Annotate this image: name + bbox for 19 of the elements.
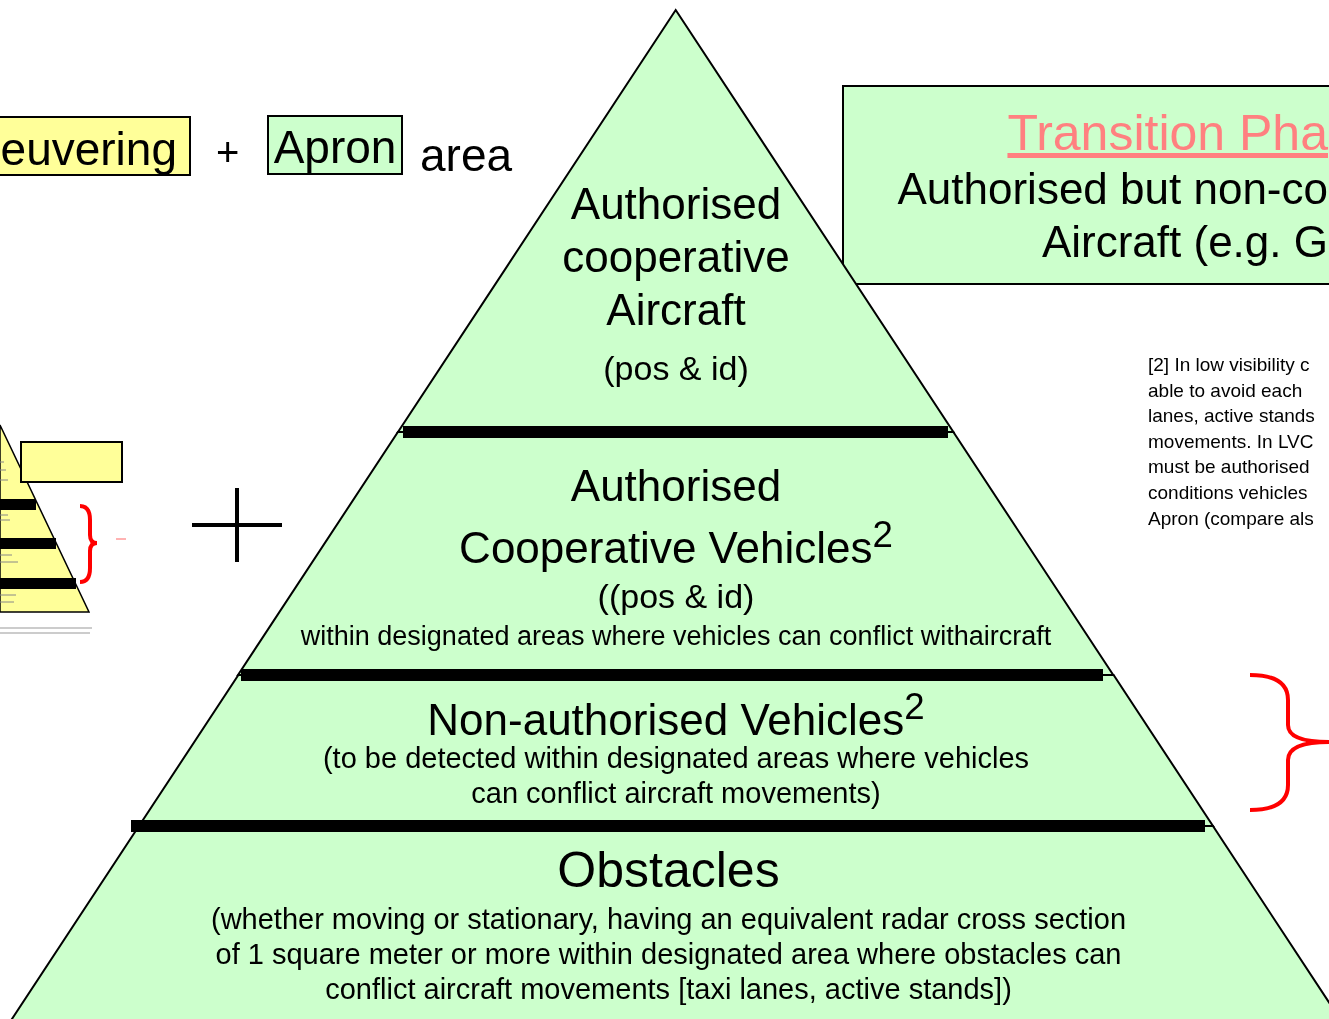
area-name: euvering bbox=[0, 122, 178, 177]
plus-sign: + bbox=[216, 129, 241, 176]
tier-subtitle: ((pos & id) bbox=[596, 576, 756, 617]
info-box bbox=[842, 85, 1329, 285]
pyramid-tier bbox=[139, 675, 1213, 826]
footnote-text: [2] In low visibility c able to avoid each lanes, active stands movements. In LVC must be authorised conditions vehicles Apron (compare als bbox=[1148, 353, 1316, 531]
box-text: Authorised but non-co Aircraft (e.g. G bbox=[896, 163, 1328, 268]
tier-title: Authorised cooperative Aircraft bbox=[561, 178, 791, 336]
tier-description: within designated areas where vehicles can conflict withaircraft bbox=[299, 620, 1053, 653]
tier-title: Authorised Cooperative Vehicles$^{2}$ bbox=[458, 460, 894, 574]
tier-subtitle: (pos & id) bbox=[602, 348, 750, 389]
pyramid-tier bbox=[238, 432, 1114, 675]
tier-description: (whether moving or stationary, having an equivalent radar cross section of 1 square meter or more within designated area where obstacles can conflict aircraft movements [taxi lanes, active stands]) bbox=[210, 902, 1128, 1007]
box-title: Transition Pha bbox=[1006, 104, 1328, 163]
area-box bbox=[0, 116, 191, 176]
area-name: Apron bbox=[272, 120, 398, 175]
area-word: area bbox=[420, 128, 514, 183]
pyramid-tier bbox=[8, 826, 1329, 1019]
tier-title: Obstacles bbox=[556, 841, 781, 900]
